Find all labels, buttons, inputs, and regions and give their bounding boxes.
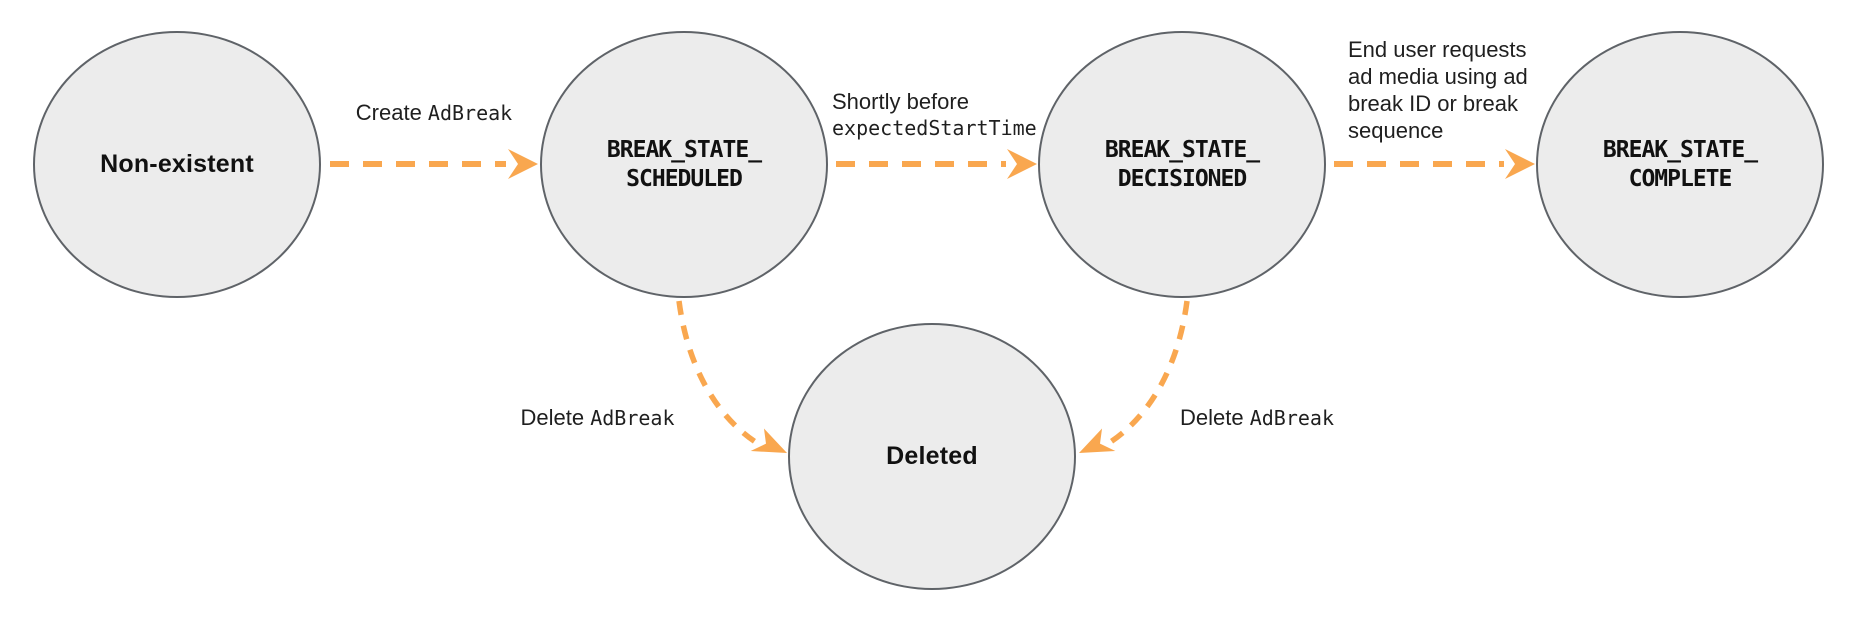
state-label-non-existent: Non-existent	[100, 149, 254, 178]
state-label-break-state-scheduled: BREAK_STATE_ SCHEDULED	[606, 136, 762, 192]
edge-label-create-adbreak: Create AdBreak	[330, 99, 538, 127]
edge-label-delete-adbreak-right-code: AdBreak	[1249, 406, 1334, 430]
state-node-non-existent: Non-existent	[33, 31, 321, 298]
edge-create-adbreak-arrow	[330, 149, 538, 179]
state-node-break-state-scheduled: BREAK_STATE_ SCHEDULED	[540, 31, 828, 298]
edge-delete-adbreak-right-arrow	[1079, 300, 1190, 453]
edge-delete-adbreak-left-arrow	[676, 300, 787, 453]
state-label-deleted: Deleted	[886, 441, 978, 470]
edge-shortly-before-arrow	[836, 149, 1037, 179]
edge-label-shortly-before: Shortly before expectedStartTime	[832, 88, 1037, 142]
edge-label-create-adbreak-code: AdBreak	[427, 101, 513, 125]
edge-label-end-user-requests-text: End user requests ad media using ad brea…	[1348, 37, 1528, 143]
edge-label-delete-adbreak-left-code: AdBreak	[590, 406, 675, 430]
edge-label-shortly-before-text: Shortly before	[832, 89, 969, 114]
edge-label-delete-adbreak-right: Delete AdBreak	[1112, 404, 1402, 432]
edge-label-end-user-requests: End user requests ad media using ad brea…	[1348, 36, 1558, 144]
edge-label-delete-adbreak-left-text: Delete	[520, 405, 591, 430]
edge-end-user-requests-arrow	[1334, 149, 1535, 179]
state-label-break-state-decisioned: BREAK_STATE_ DECISIONED	[1104, 136, 1260, 192]
state-node-break-state-complete: BREAK_STATE_ COMPLETE	[1536, 31, 1824, 298]
edge-label-delete-adbreak-right-text: Delete	[1179, 405, 1250, 430]
state-node-deleted: Deleted	[788, 323, 1076, 590]
edge-label-create-adbreak-text: Create	[355, 100, 428, 125]
state-node-break-state-decisioned: BREAK_STATE_ DECISIONED	[1038, 31, 1326, 298]
edge-label-shortly-before-code: expectedStartTime	[832, 116, 1037, 140]
edge-label-delete-adbreak-left: Delete AdBreak	[455, 404, 740, 432]
state-label-break-state-complete: BREAK_STATE_ COMPLETE	[1602, 136, 1758, 192]
